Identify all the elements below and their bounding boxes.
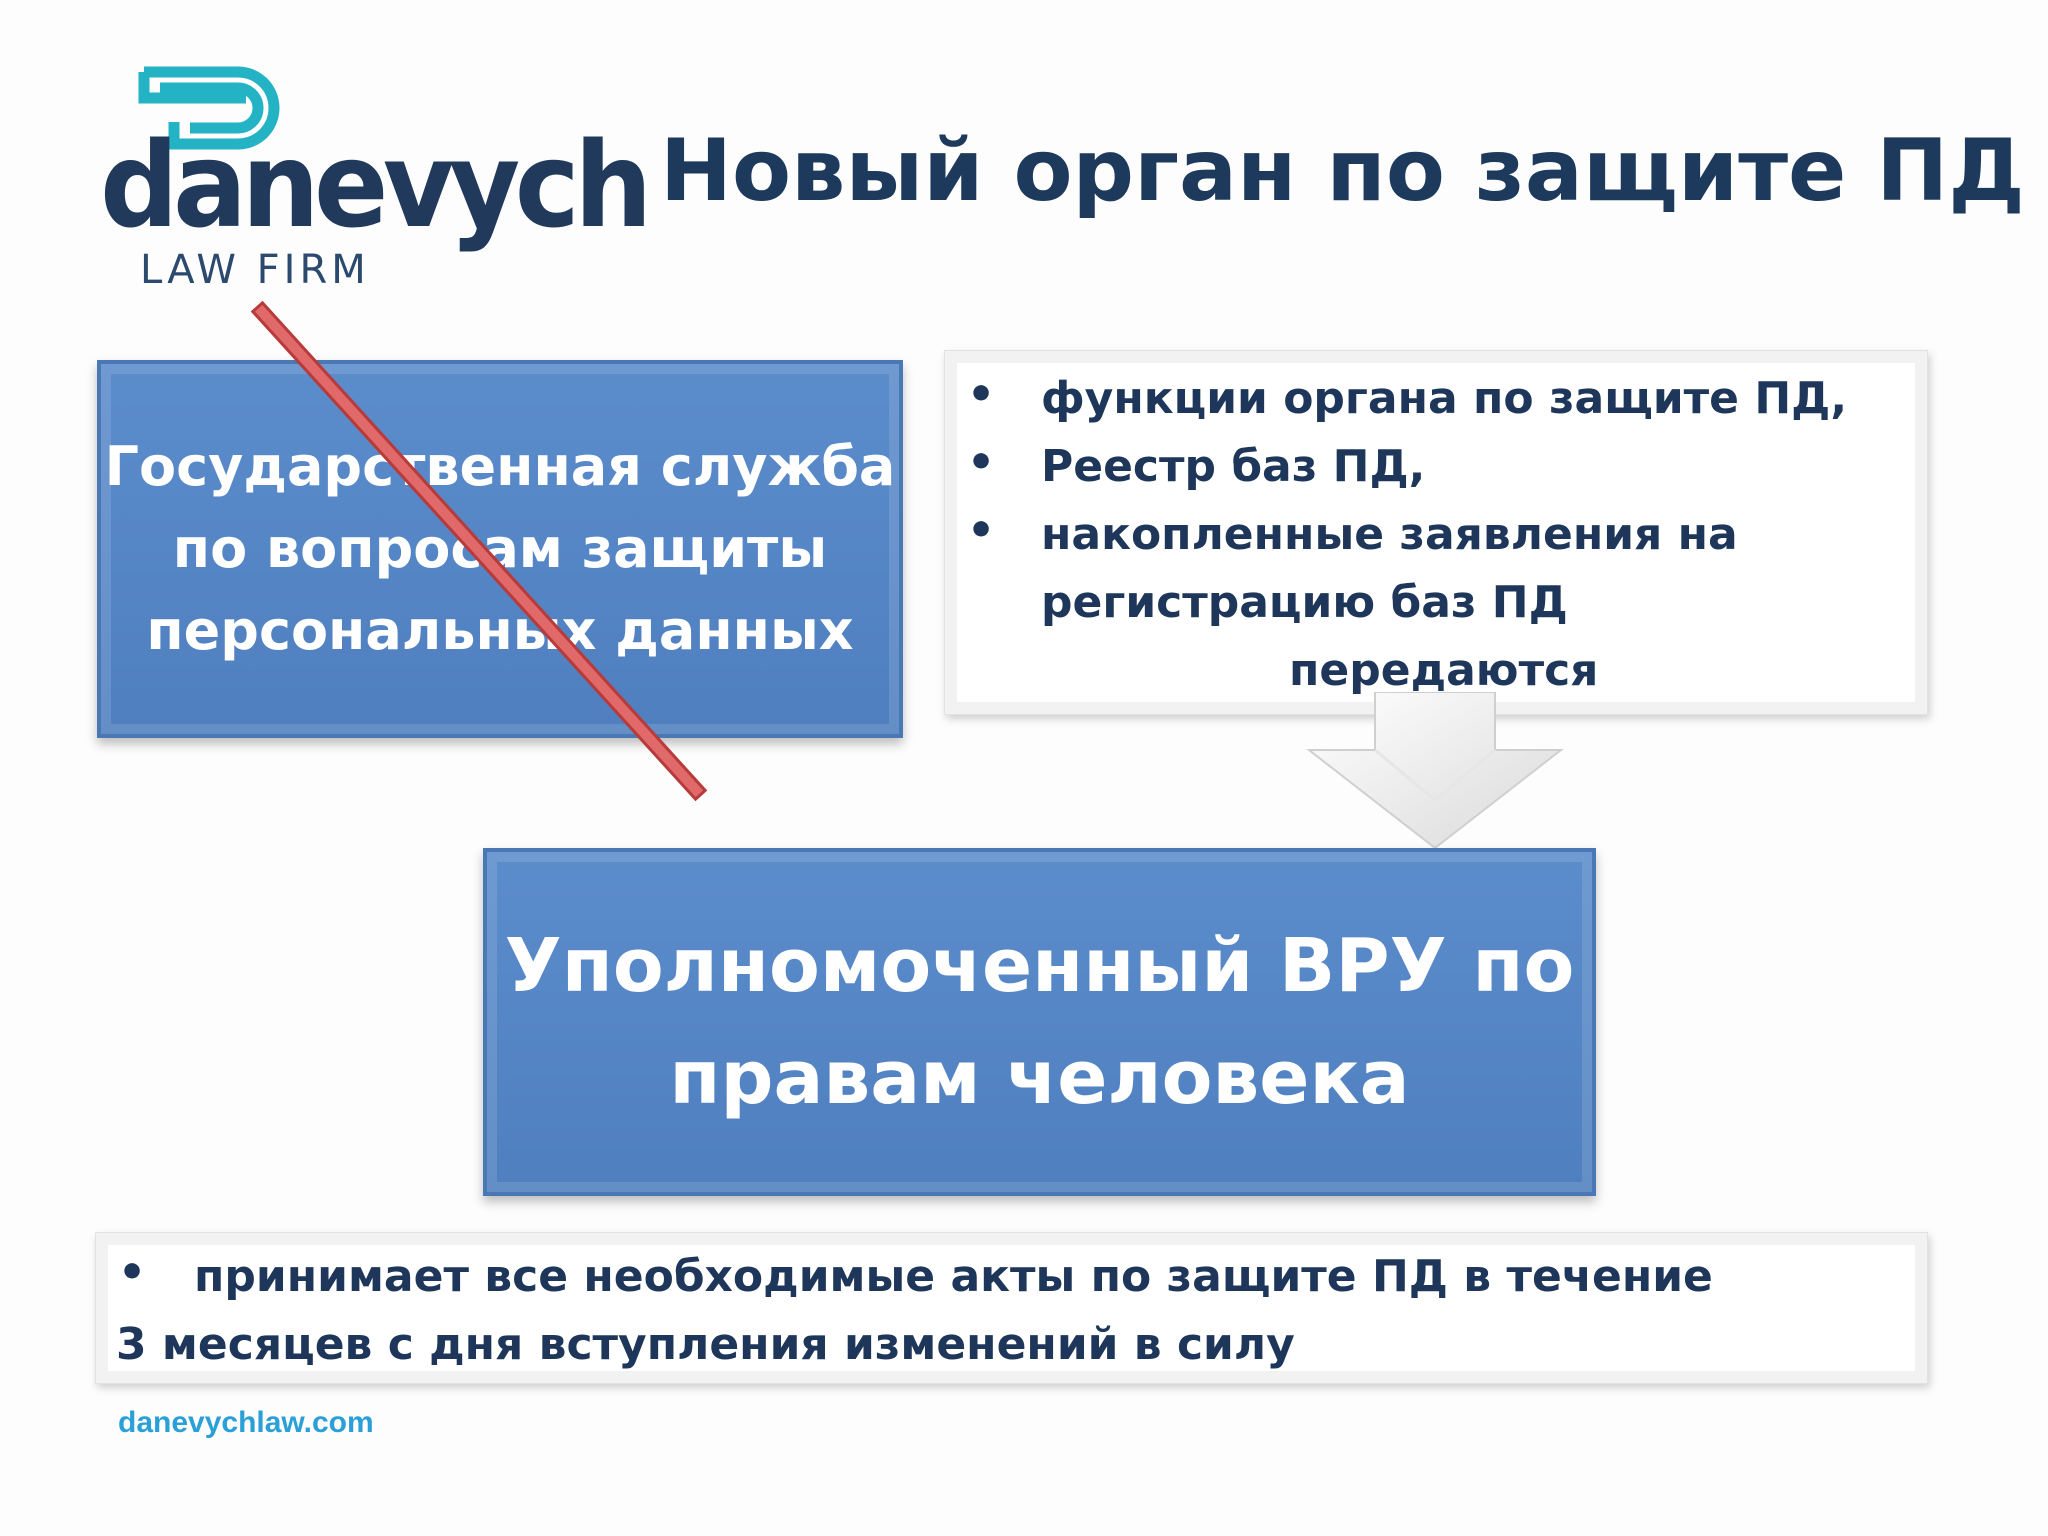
page-title: Новый орган по защите ПД — [660, 121, 2025, 221]
danevych-d-monogram-icon — [138, 66, 280, 150]
bullet-icon: • — [118, 1247, 147, 1298]
logo-wordmark: danevych — [100, 116, 652, 254]
company-logo: danevych LAW FIRM — [100, 66, 652, 296]
new-authority-box: Уполномоченный ВРУ по правам человека — [483, 848, 1596, 1196]
acts-bullet-text: принимает все необходимые акты по защите… — [194, 1251, 1713, 1302]
old-authority-line: персональных данных — [146, 599, 854, 662]
old-authority-line: Государственная служба — [104, 435, 896, 498]
transfer-verb: передаются — [1289, 645, 1599, 696]
bullet-icon: • — [967, 505, 996, 556]
old-authority-box: Государственная служба по вопросам защит… — [97, 360, 903, 738]
website-link[interactable]: danevychlaw.com — [118, 1406, 374, 1439]
new-authority-line: правам человека — [669, 1035, 1410, 1121]
bullet-icon: • — [967, 437, 996, 488]
old-authority-line: по вопросам защиты — [172, 517, 828, 580]
acts-box: • принимает все необходимые акты по защи… — [95, 1232, 1928, 1384]
new-authority-line: Уполномоченный ВРУ по — [504, 923, 1575, 1009]
bullet-icon: • — [967, 369, 996, 420]
logo-subtitle: LAW FIRM — [140, 247, 370, 293]
transfer-box: • функции органа по защите ПД, • Реестр … — [944, 350, 1928, 715]
acts-continuation: 3 месяцев с дня вступления изменений в с… — [116, 1319, 1295, 1370]
transfer-continuation: регистрацию баз ПД — [1041, 577, 1568, 628]
down-arrow-icon — [1306, 692, 1564, 850]
